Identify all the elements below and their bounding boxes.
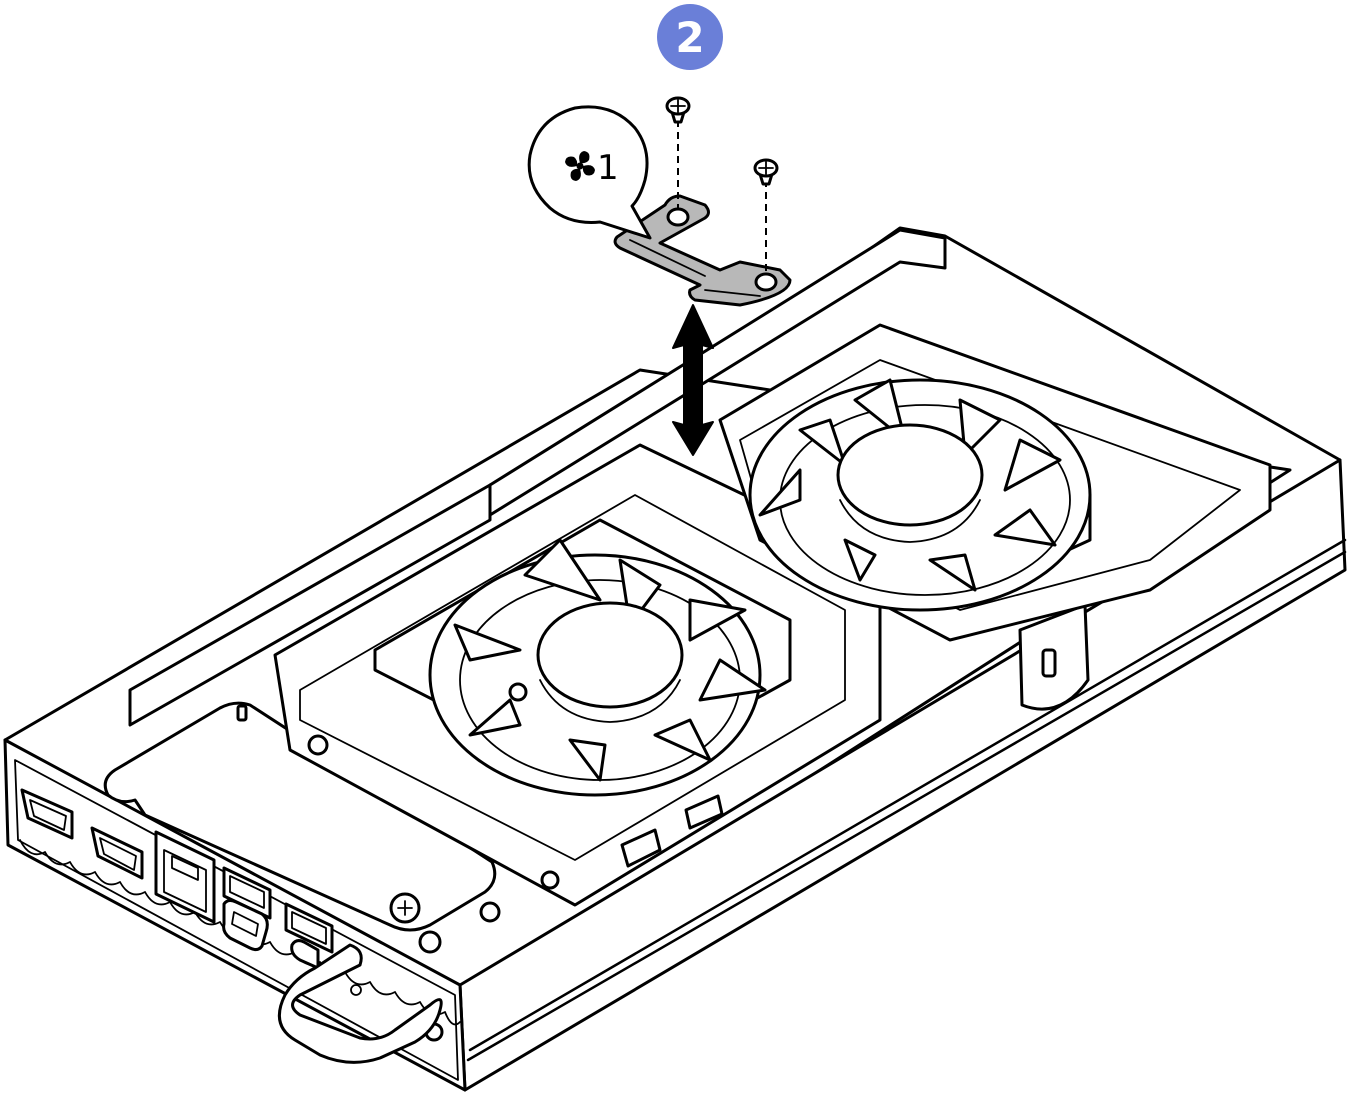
- front-ports: [20, 788, 444, 1042]
- screws: [665, 96, 779, 274]
- callout-quantity: 1: [597, 148, 619, 188]
- pull-handle: [277, 943, 443, 1064]
- board-cover: [103, 701, 497, 932]
- step-number: 2: [675, 13, 704, 62]
- fan-icon: [565, 151, 595, 181]
- fan-1: [273, 443, 882, 907]
- connectors: [307, 734, 724, 954]
- screw-icon: [753, 158, 779, 186]
- screw-icon: [665, 96, 691, 124]
- callout-bubble: 1: [527, 105, 652, 240]
- step-badge: 2: [657, 4, 723, 70]
- fan-bracket: [613, 194, 792, 307]
- lift-arrow-icon: [672, 304, 714, 456]
- fan-2: [718, 323, 1272, 642]
